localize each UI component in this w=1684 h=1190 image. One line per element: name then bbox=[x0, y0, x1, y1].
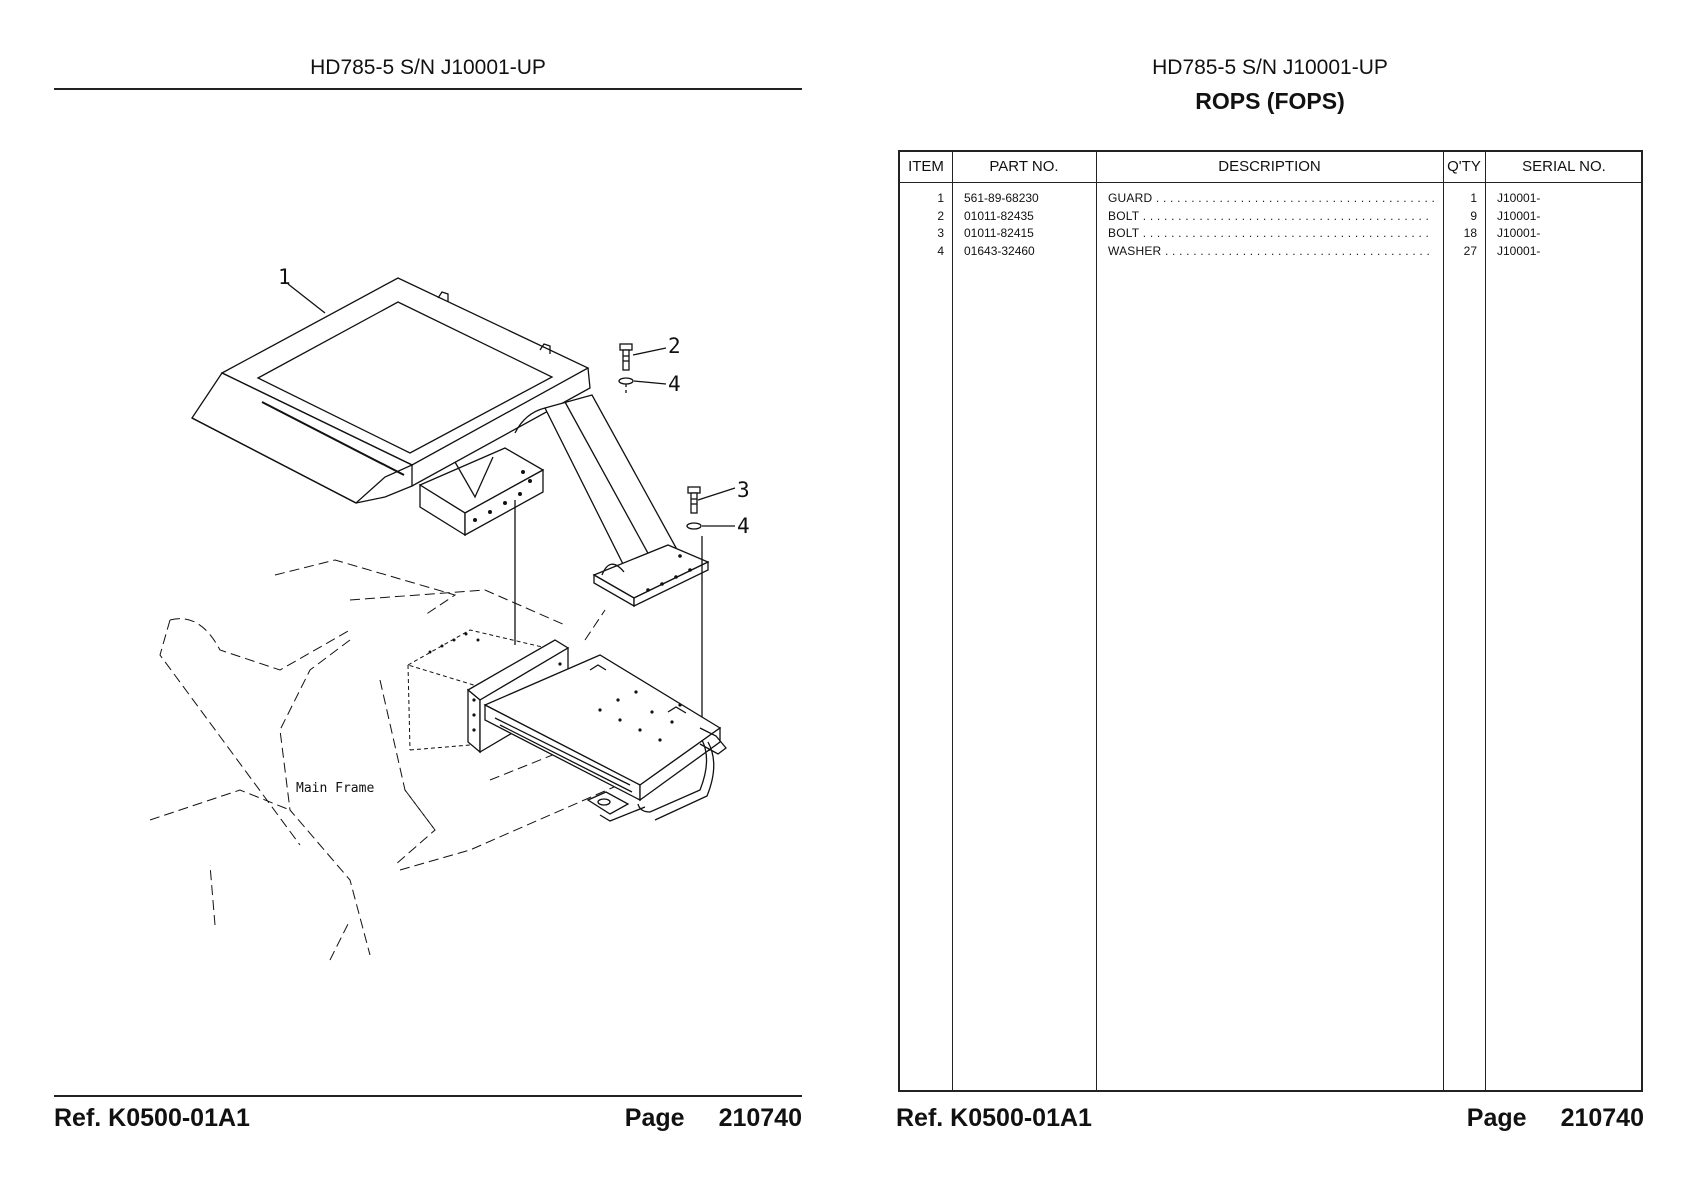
cell-description: BOLT . . . . . . . . . . . . . . . . . .… bbox=[1108, 208, 1430, 223]
column-header-qty: Q'TY bbox=[1447, 158, 1481, 175]
right-page: HD785-5 S/N J10001-UP ROPS (FOPS) ITEM P… bbox=[842, 0, 1684, 1190]
footer-ref: Ref. K0500-01A1 bbox=[896, 1104, 1092, 1132]
page-header: HD785-5 S/N J10001-UP bbox=[310, 56, 546, 79]
cell-item: 4 bbox=[937, 243, 944, 258]
cell-serial-no: J10001- bbox=[1497, 243, 1541, 258]
table-row: 3 01011-82415 BOLT . . . . . . . . . . .… bbox=[900, 225, 1641, 243]
footer-page: Page 210740 bbox=[625, 1104, 802, 1133]
parts-diagram: 1 2 4 3 4 Main Frame bbox=[149, 265, 750, 961]
column-header-description: DESCRIPTION bbox=[1218, 158, 1321, 175]
table-header-row: ITEM PART NO. DESCRIPTION Q'TY SERIAL NO… bbox=[900, 152, 1641, 183]
callout-3: 3 bbox=[737, 478, 750, 502]
column-divider bbox=[1485, 152, 1486, 1090]
column-divider bbox=[1096, 152, 1097, 1090]
cell-serial-no: J10001- bbox=[1497, 208, 1541, 223]
cell-item: 3 bbox=[937, 226, 944, 240]
callout-2: 2 bbox=[668, 334, 681, 358]
callout-4b: 4 bbox=[737, 514, 750, 538]
section-title: ROPS (FOPS) bbox=[1195, 88, 1345, 114]
footer-page: Page 210740 bbox=[1467, 1104, 1644, 1133]
column-header-serial-no: SERIAL NO. bbox=[1522, 158, 1606, 175]
cell-qty: 1 bbox=[1470, 191, 1477, 205]
main-frame-label: Main Frame bbox=[296, 781, 374, 796]
cell-description: WASHER . . . . . . . . . . . . . . . . .… bbox=[1108, 243, 1431, 258]
cell-part-no: 01011-82435 bbox=[964, 208, 1034, 223]
footer-page-number: 210740 bbox=[718, 1104, 802, 1132]
cell-serial-no: J10001- bbox=[1497, 191, 1541, 205]
callout-1: 1 bbox=[278, 265, 291, 289]
parts-table: ITEM PART NO. DESCRIPTION Q'TY SERIAL NO… bbox=[898, 150, 1643, 1092]
footer-page-label: Page bbox=[624, 1104, 685, 1132]
footer-ref: Ref. K0500-01A1 bbox=[54, 1104, 250, 1132]
cell-part-no: 561-89-68230 bbox=[964, 191, 1039, 205]
footer-page-label: Page bbox=[1466, 1104, 1527, 1132]
left-page: HD785-5 S/N J10001-UP bbox=[54, 56, 802, 1133]
cell-item: 1 bbox=[937, 191, 944, 205]
page-header: HD785-5 S/N J10001-UP bbox=[1152, 56, 1388, 79]
cell-qty: 27 bbox=[1463, 243, 1477, 258]
header-rule bbox=[54, 88, 802, 90]
footer-rule bbox=[54, 1095, 802, 1097]
column-header-item: ITEM bbox=[908, 158, 944, 175]
cell-part-no: 01643-32460 bbox=[964, 243, 1035, 258]
table-body: 1 561-89-68230 GUARD . . . . . . . . . .… bbox=[900, 190, 1641, 260]
table-row: 2 01011-82435 BOLT . . . . . . . . . . .… bbox=[900, 208, 1641, 226]
cell-description: GUARD . . . . . . . . . . . . . . . . . … bbox=[1108, 191, 1436, 205]
footer-page-number: 210740 bbox=[1560, 1104, 1644, 1132]
guard-inner-panel bbox=[256, 301, 554, 454]
cell-qty: 18 bbox=[1463, 226, 1477, 240]
cell-serial-no: J10001- bbox=[1497, 226, 1541, 240]
column-header-part-no: PART NO. bbox=[989, 158, 1059, 175]
column-divider bbox=[1443, 152, 1444, 1090]
table-row: 4 01643-32460 WASHER . . . . . . . . . .… bbox=[900, 243, 1641, 261]
cell-qty: 9 bbox=[1470, 208, 1477, 223]
cell-item: 2 bbox=[937, 208, 944, 223]
cell-part-no: 01011-82415 bbox=[964, 226, 1034, 240]
callout-4a: 4 bbox=[668, 372, 681, 396]
table-row: 1 561-89-68230 GUARD . . . . . . . . . .… bbox=[900, 190, 1641, 208]
cell-description: BOLT . . . . . . . . . . . . . . . . . .… bbox=[1108, 226, 1430, 240]
column-divider bbox=[952, 152, 953, 1090]
